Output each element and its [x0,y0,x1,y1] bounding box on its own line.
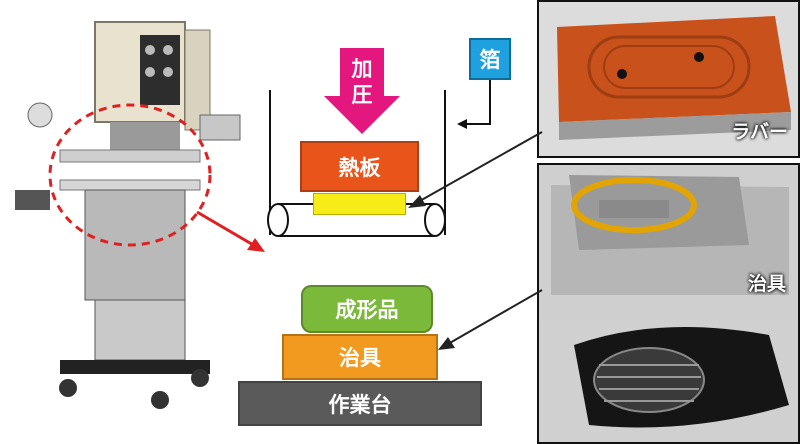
heat-plate: 熱板 [300,141,419,192]
press-label-char-1: 加 [351,57,373,81]
callout-arrow [196,210,265,252]
machine-photo [15,21,241,409]
rubber-arrow [408,131,543,208]
rubber-photo-art [557,16,791,140]
heat-plate-label: 熱板 [338,155,381,180]
foil-strip [313,193,406,215]
rubber-photo: ラバー [537,0,800,158]
press-label-char-2: 圧 [351,83,373,107]
molded-part-label: 成形品 [335,298,399,322]
jig-photo-label: 治具 [747,273,786,295]
rubber-photo-label: ラバー [731,121,788,143]
jig-box: 治具 [282,334,438,380]
jig-label: 治具 [339,346,381,370]
jig-photo: 治具 [537,163,800,444]
workbench-label: 作業台 [328,392,392,417]
press-label: 加 圧 [342,56,382,108]
workbench: 作業台 [238,381,482,426]
foil-label: 箔 [479,48,501,72]
callout-circle [48,103,212,247]
molded-part: 成形品 [301,285,433,333]
press-frame [267,90,446,237]
foil-connector [457,80,491,129]
press-arrow [324,48,400,134]
foil-box: 箔 [469,38,511,80]
jig-photo-art [539,175,798,442]
jig-arrow [438,289,543,350]
